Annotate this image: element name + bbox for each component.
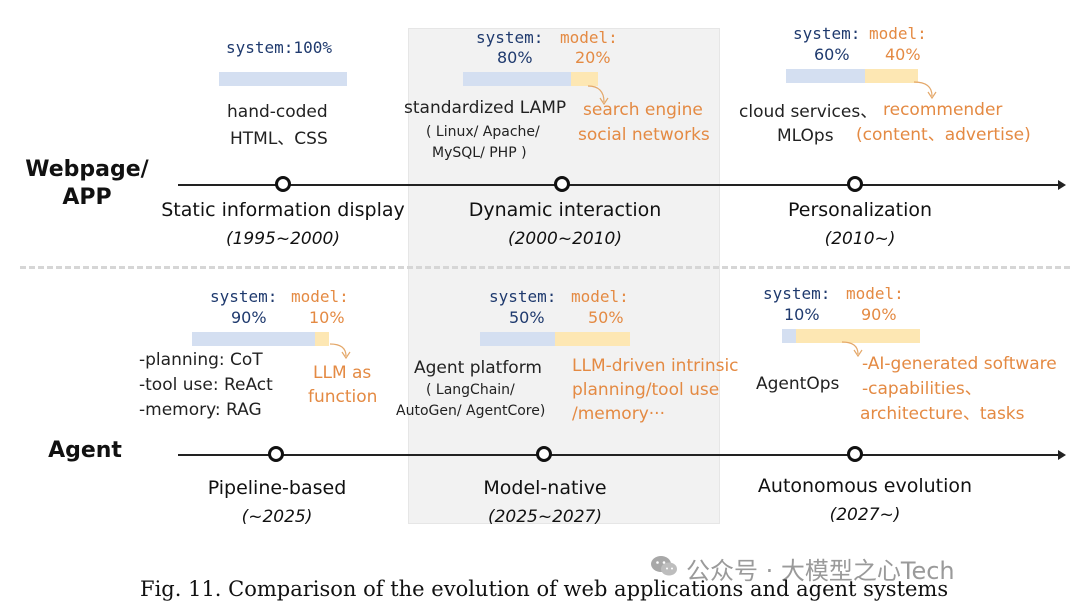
agent-stage2-desc-sub-line2: AutoGen/ AgentCore) [396, 403, 546, 419]
agent-stage1-system-label: system: [210, 287, 278, 306]
agent-stage2-model-pct: 50% [588, 308, 624, 327]
agent-stage1-model-desc-line1: LLM as [313, 363, 372, 383]
timeline-node-agent-3 [847, 446, 863, 462]
timeline-node-web-2 [554, 176, 570, 192]
agent-stage2-model-desc-line1: LLM-driven intrinsic [572, 356, 739, 376]
web-stage3-system-segment [786, 69, 866, 83]
timeline-node-agent-1 [268, 446, 284, 462]
web-stage3-model-segment [865, 69, 918, 83]
row-title-web: Webpage/ APP [22, 156, 152, 212]
agent-stage1-desc-line3: -memory: RAG [139, 400, 262, 420]
agent-stage3-period: (2027~) [829, 505, 901, 525]
agent-stage2-name: Model-native [483, 477, 607, 499]
web-stage2-period: (2000~2010) [507, 229, 623, 249]
timeline-arrowhead-web [1058, 180, 1066, 190]
agent-stage3-system-label: system: [763, 284, 831, 303]
timeline-node-web-3 [847, 176, 863, 192]
agent-stage2-model-label: model: [571, 287, 629, 306]
timeline-axis-agent [178, 454, 1058, 456]
web-stage2-name: Dynamic interaction [468, 199, 662, 221]
agent-stage2-period: (2025~2027) [487, 507, 603, 527]
web-stage2-desc-main: standardized LAMP [404, 98, 567, 118]
row-title-web-line1: Webpage/ [25, 157, 149, 182]
agent-stage1-pointer-arrow [329, 343, 351, 360]
row-divider [20, 266, 1070, 269]
agent-stage3-system-pct: 10% [784, 305, 820, 324]
agent-stage2-model-desc-line3: /memory··· [572, 404, 665, 424]
web-stage2-system-segment [463, 72, 571, 86]
agent-stage3-model-desc-line3: architecture、tasks [860, 404, 1025, 424]
web-stage2-model-pct: 20% [575, 48, 611, 67]
agent-stage1-system-pct: 90% [231, 308, 267, 327]
web-stage2-model-segment [571, 72, 598, 86]
web-stage1-ratio-bar [219, 72, 347, 86]
agent-stage3-model-segment [795, 329, 920, 343]
agent-stage3-name: Autonomous evolution [757, 475, 973, 497]
agent-stage3-model-desc-line2: -capabilities、 [862, 379, 982, 399]
web-stage2-model-desc-line1: search engine [583, 100, 703, 120]
agent-stage2-system-pct: 50% [509, 308, 545, 327]
web-stage3-model-pct: 40% [885, 45, 921, 64]
timeline-node-agent-2 [536, 446, 552, 462]
agent-stage1-name: Pipeline-based [207, 477, 347, 499]
web-stage3-model-label: model: [869, 24, 927, 43]
web-stage1-system-segment [219, 72, 347, 86]
web-stage3-name: Personalization [787, 199, 933, 221]
web-stage2-system-label: system: [476, 28, 544, 47]
web-stage3-model-desc-line1: recommender [883, 100, 1003, 120]
agent-stage1-model-label: model: [291, 287, 349, 306]
middle-column-highlight [408, 28, 720, 524]
agent-stage3-model-desc-line1: -AI-generated software [862, 354, 1057, 374]
figure-caption: Fig. 11. Comparison of the evolution of … [140, 577, 949, 601]
web-stage3-system-pct: 60% [814, 45, 850, 64]
web-stage2-model-desc-line2: social networks [578, 125, 710, 145]
agent-stage2-system-label: system: [489, 287, 557, 306]
timeline-node-web-1 [275, 176, 291, 192]
row-title-agent: Agent [48, 438, 122, 463]
agent-stage2-model-segment [555, 332, 630, 346]
agent-stage1-ratio-bar [192, 332, 329, 346]
agent-stage2-desc-main: Agent platform [414, 358, 542, 378]
web-stage1-desc-line2: HTML、CSS [230, 129, 328, 149]
web-stage3-period: (2010~) [824, 229, 896, 249]
agent-stage3-model-pct: 90% [861, 305, 897, 324]
web-stage2-desc-sub-line1: ( Linux/ Apache/ [426, 124, 540, 140]
web-stage1-name: Static information display [161, 199, 405, 221]
agent-stage1-desc-line1: -planning: CoT [139, 350, 263, 370]
web-stage2-system-pct: 80% [497, 48, 533, 67]
agent-stage1-model-desc-line2: function [308, 387, 378, 407]
web-stage3-desc-line2: MLOps [777, 126, 834, 146]
web-stage2-ratio-bar [463, 72, 598, 86]
web-stage1-desc-line1: hand-coded [227, 102, 328, 122]
agent-stage2-system-segment [480, 332, 555, 346]
agent-stage1-system-segment [192, 332, 316, 346]
web-stage3-pointer-arrow [913, 81, 937, 100]
agent-stage3-model-label: model: [846, 284, 904, 303]
web-stage1-system-label: system:100% [226, 38, 332, 57]
timeline-axis-web [178, 184, 1058, 186]
agent-stage2-model-desc-line2: planning/tool use [572, 380, 720, 400]
agent-stage1-model-pct: 10% [309, 308, 345, 327]
web-stage3-model-desc-line2: (content、advertise) [856, 125, 1031, 145]
web-stage1-period: (1995~2000) [225, 229, 341, 249]
agent-stage1-desc-line2: -tool use: ReAct [139, 375, 273, 395]
agent-stage1-model-segment [315, 332, 329, 346]
web-stage2-model-label: model: [560, 28, 618, 47]
wechat-icon [651, 556, 677, 576]
web-stage3-system-label: system: [793, 24, 861, 43]
web-stage2-desc-sub-line2: MySQL/ PHP ) [432, 145, 527, 161]
agent-stage2-ratio-bar [480, 332, 630, 346]
agent-stage2-desc-sub-line1: ( LangChain/ [426, 382, 515, 398]
row-title-web-line2: APP [62, 185, 112, 210]
agent-stage3-desc-line1: AgentOps [756, 374, 840, 394]
agent-stage3-system-segment [782, 329, 796, 343]
watermark-text: 公众号 · 大模型之心Tech [686, 557, 955, 585]
web-stage3-desc-line1: cloud services、 [739, 102, 878, 122]
agent-stage1-period: (~2025) [241, 507, 313, 527]
web-stage3-ratio-bar [786, 69, 918, 83]
web-stage2-pointer-arrow [587, 85, 609, 106]
agent-stage3-ratio-bar [782, 329, 920, 343]
timeline-arrowhead-agent [1058, 450, 1066, 460]
agent-stage3-pointer-arrow [841, 341, 863, 358]
